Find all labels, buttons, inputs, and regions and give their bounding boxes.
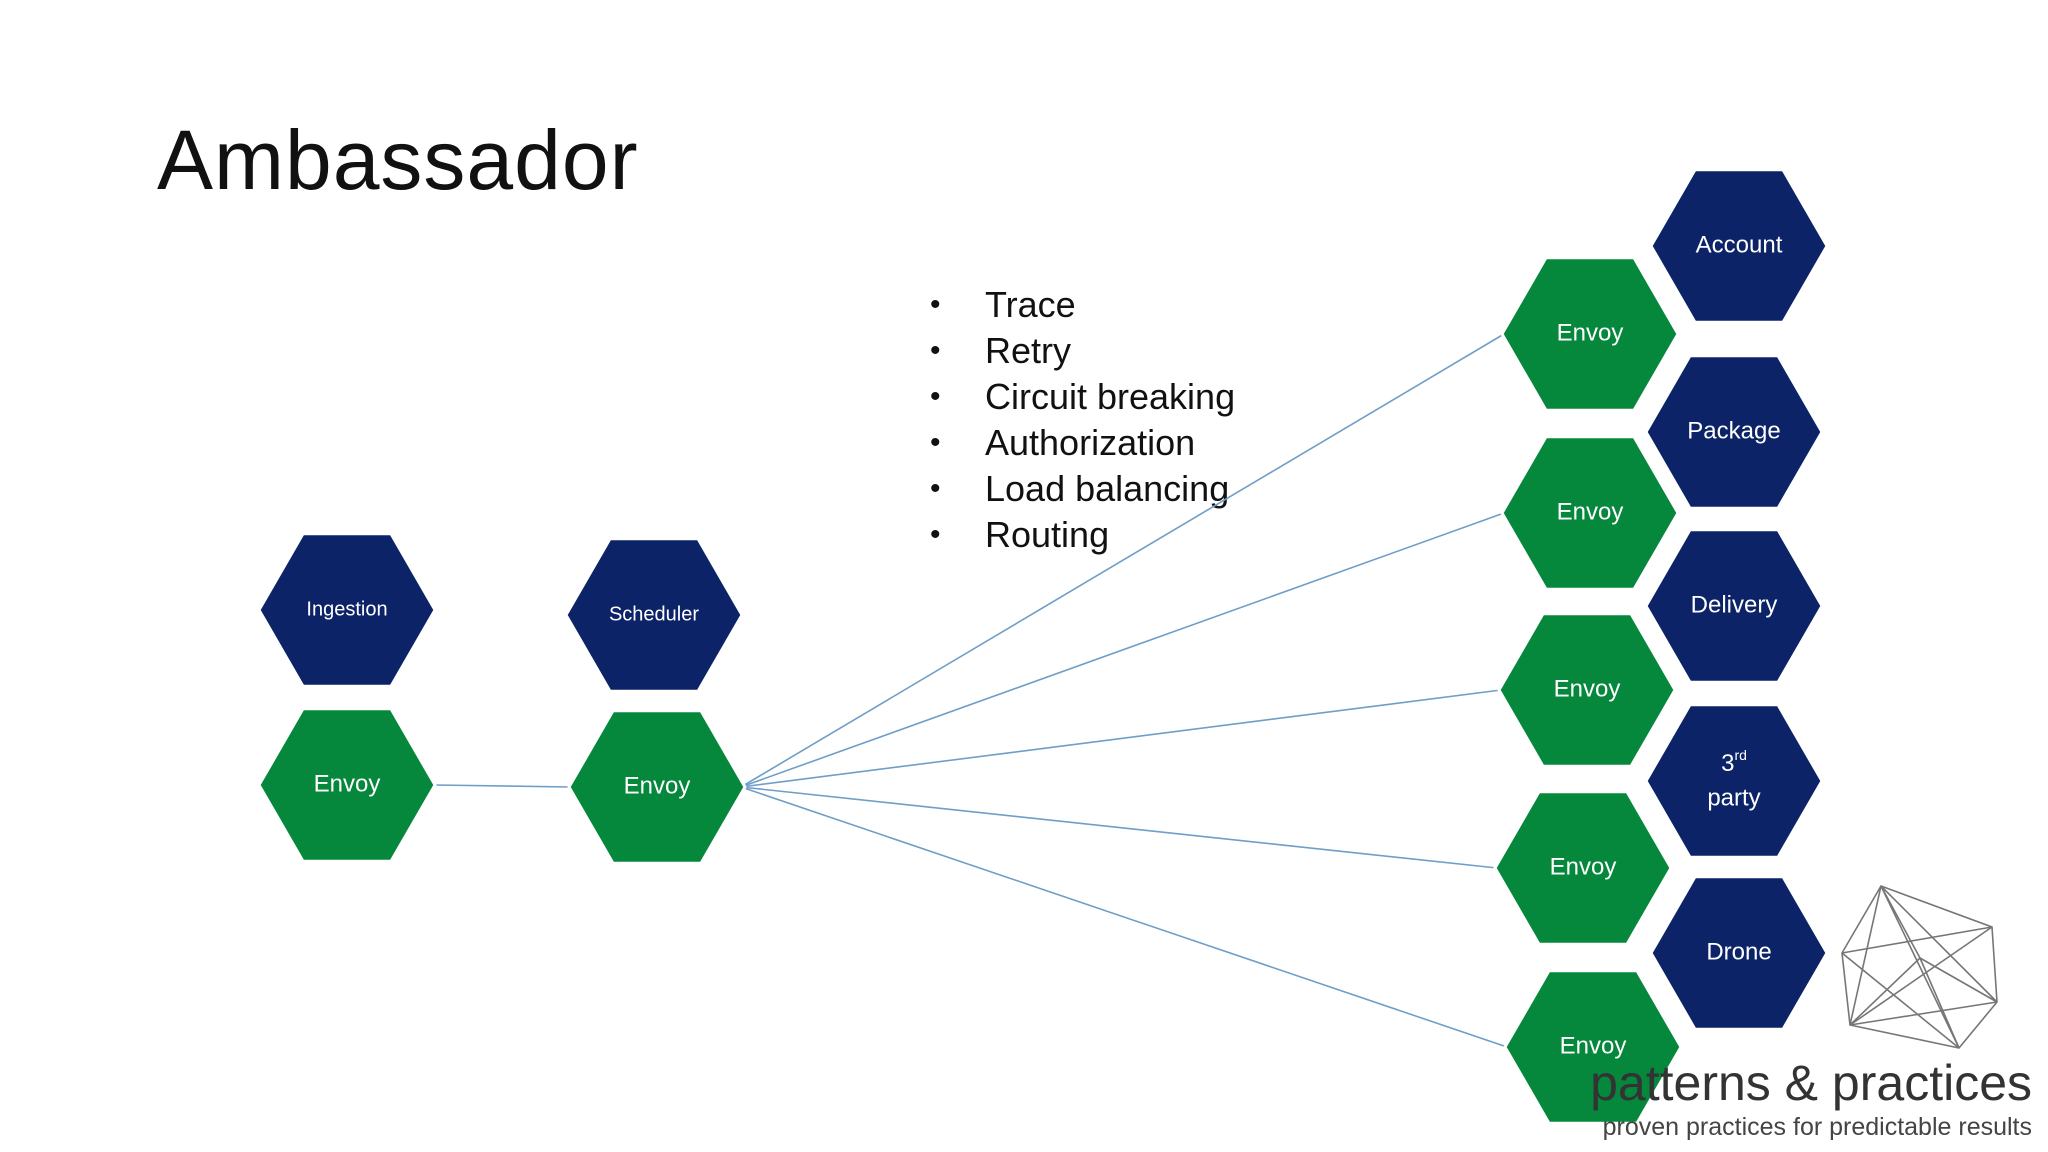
polyhedron-logo-icon (1841, 885, 1998, 1049)
feature-list: Trace Retry Circuit breaking Authorizati… (930, 282, 1235, 558)
feature-item: Routing (930, 512, 1235, 558)
nodes-layer: IngestionEnvoySchedulerEnvoyEnvoyEnvoyEn… (257, 168, 1829, 1125)
edge-scheduler-envoy-to-envoy-2 (740, 512, 1505, 788)
node-delivery: Delivery (1644, 528, 1824, 684)
node-package: Package (1644, 354, 1824, 510)
node-label-scheduler: Scheduler (609, 603, 699, 625)
logo-name: patterns & practices (1590, 1055, 2032, 1111)
hexagon-ingestion (257, 532, 437, 688)
node-label-envoy-1: Envoy (1557, 319, 1624, 346)
edge-scheduler-envoy-to-envoy-4 (740, 786, 1498, 869)
feature-item: Circuit breaking (930, 374, 1235, 420)
edge-scheduler-envoy-to-envoy-3 (740, 689, 1502, 788)
hexagon-drone (1649, 875, 1829, 1031)
node-label-ingestion: Ingestion (306, 598, 387, 620)
node-scheduler: Scheduler (564, 537, 744, 693)
hexagon-scheduler (564, 537, 744, 693)
node-label-scheduler-envoy: Envoy (624, 772, 691, 799)
feature-item: Retry (930, 328, 1235, 374)
node-third-party: 3rd party (1644, 703, 1824, 859)
logo-tagline: proven practices for predictable results (1602, 1113, 2032, 1141)
node-label-ingestion-envoy: Envoy (314, 770, 381, 797)
feature-item: Load balancing (930, 466, 1235, 512)
feature-item: Trace (930, 282, 1235, 328)
node-label-envoy-4: Envoy (1550, 853, 1617, 880)
node-label-package: Package (1687, 417, 1780, 444)
slide-title: Ambassador (157, 113, 639, 207)
node-envoy-1: Envoy (1500, 256, 1680, 412)
node-ingestion: Ingestion (257, 532, 437, 688)
edge-scheduler-envoy-to-envoy-5 (740, 786, 1508, 1048)
hexagon-envoy-4 (1493, 790, 1673, 946)
node-label-envoy-5: Envoy (1560, 1032, 1627, 1059)
node-scheduler-envoy: Envoy (567, 709, 747, 865)
hexagon-third-party (1644, 703, 1824, 859)
node-label-drone: Drone (1706, 938, 1771, 965)
edge-ingestion-envoy-to-scheduler-envoy (434, 784, 572, 788)
node-label-delivery: Delivery (1691, 591, 1778, 618)
hexagon-envoy-3 (1497, 612, 1677, 768)
node-label-line2-third-party: party (1707, 784, 1760, 811)
node-account: Account (1649, 168, 1829, 324)
node-label-envoy-2: Envoy (1557, 498, 1624, 525)
hexagon-scheduler-envoy (567, 709, 747, 865)
node-envoy-5: Envoy (1503, 969, 1683, 1125)
node-label-third-party: 3rd (1721, 747, 1747, 778)
hexagon-envoy-5 (1503, 969, 1683, 1125)
node-envoy-3: Envoy (1497, 612, 1677, 768)
hexagon-envoy-1 (1500, 256, 1680, 412)
feature-item: Authorization (930, 420, 1235, 466)
node-drone: Drone (1649, 875, 1829, 1031)
node-label-account: Account (1696, 231, 1783, 258)
hexagon-delivery (1644, 528, 1824, 684)
edges-layer (434, 333, 1508, 1048)
hexagon-package (1644, 354, 1824, 510)
node-ingestion-envoy: Envoy (257, 707, 437, 863)
node-envoy-4: Envoy (1493, 790, 1673, 946)
hexagon-envoy-2 (1500, 435, 1680, 591)
hexagon-ingestion-envoy (257, 707, 437, 863)
node-label-envoy-3: Envoy (1554, 675, 1621, 702)
hexagon-account (1649, 168, 1829, 324)
node-envoy-2: Envoy (1500, 435, 1680, 591)
edge-scheduler-envoy-to-envoy-1 (740, 333, 1505, 788)
